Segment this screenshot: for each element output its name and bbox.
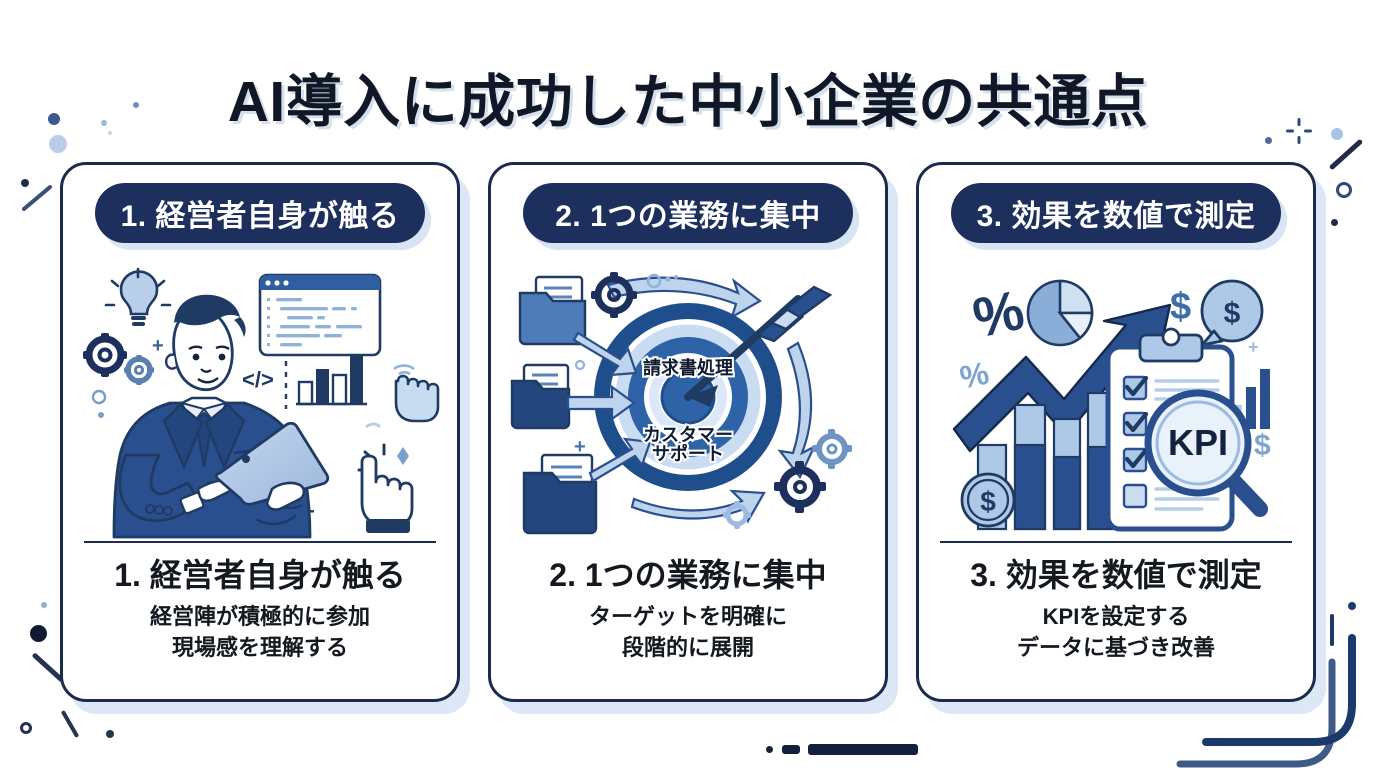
lightbulb-icon [104,267,172,326]
coin-dollar-icon: $ [960,472,1016,528]
card-2-pill: 2. 1つの業務に集中 [523,183,853,243]
card-3-heading: 3. 効果を数値で測定 [970,557,1262,593]
decor-dash [808,744,918,755]
speech-bubble-dollar-icon: $ [1200,279,1264,347]
page-title: AI導入に成功した中小企業の共通点 [227,70,1149,134]
code-window-icon [258,273,382,357]
corner-bracket-decoration [1146,578,1376,768]
bar-chart-icon [296,355,367,406]
card-1-pill-label: 1. 経営者自身が触る [120,200,400,233]
card-1-pill: 1. 経営者自身が触る [95,183,425,243]
card-1-footer: 1. 経営者自身が触る 経営陣が積極的に参加 現場感を理解する [77,557,443,662]
card-2-heading: 2. 1つの業務に集中 [549,557,827,593]
arrow-icon [588,437,652,483]
dollar-icon: $ [1170,286,1191,328]
decor-dash [782,745,800,754]
card-3-footer: 3. 効果を数値で測定 KPIを設定する データに基づき改善 [933,557,1299,662]
dollar-icon: $ [1254,429,1271,462]
card-1-sub-line-1: 経営陣が積極的に参加 [149,603,370,629]
gear-icon [723,501,751,529]
code-tag-icon: </> [242,367,274,392]
decor-ring [574,359,586,371]
arrow-icon [630,489,766,524]
svg-text:%: % [957,355,992,396]
ground-line [84,541,436,543]
arrow-icon [777,341,817,480]
cards-row: 1. 経営者自身が触る [0,162,1376,712]
sparkle-icon [397,447,409,465]
decor-dot [766,746,773,753]
card-3-sub-line-2: データに基づき改善 [1016,635,1215,661]
decor-dot [674,275,678,279]
cursor-hand-icon [357,443,414,533]
executive-with-tablet-illustration: + [74,257,446,547]
folder-document-icon [510,363,571,430]
kpi-measurement-illustration: % % [930,257,1302,547]
gear-icon [774,461,826,513]
target-label-top: 請求書処理 [643,357,733,379]
decor-dot [1265,137,1272,144]
decor-ring [646,273,662,289]
gear-icon [83,333,127,377]
plus-icon: + [152,335,164,357]
pie-chart-icon [1026,279,1094,347]
card-1-heading: 1. 経営者自身が触る [114,557,406,593]
cursor-hand-icon [393,364,440,423]
card-3-pill: 3. 効果を数値で測定 [951,183,1281,243]
card-2-footer: 2. 1つの業務に集中 ターゲットを明確に 段階的に展開 [505,557,871,662]
card-1-sub-line-2: 現場感を理解する [171,635,348,661]
svg-text:$: $ [980,486,996,517]
decor-dot [1265,137,1272,144]
decor-ring [20,722,32,734]
arrow-icon [572,331,638,377]
target-focus-illustration: + 請求書処理 カスタマー サポート [502,257,874,547]
arrow-dart-icon [684,285,833,407]
decor-dot [106,730,114,738]
magnifier-icon: KPI [1144,389,1268,517]
top-gradient-bar [0,0,1376,16]
ground-line [940,541,1292,543]
plus-icon: + [574,436,586,458]
svg-text:%: % [967,278,1029,350]
gear-icon [124,355,154,385]
decor-ring [91,389,107,405]
svg-text:$: $ [1224,297,1241,330]
card-2-sub-line-1: ターゲットを明確に [588,603,787,629]
decor-swoosh [365,422,382,429]
decor-dash [60,710,80,738]
decor-dot [98,412,104,418]
folder-document-icon [522,453,598,535]
businessman-with-tablet [112,294,330,539]
card-1[interactable]: 1. 経営者自身が触る [60,162,460,702]
gear-icon [591,272,637,318]
card-2[interactable]: 2. 1つの業務に集中 [488,162,888,702]
card-3-pill-label: 3. 効果を数値で測定 [976,200,1256,233]
card-3[interactable]: 3. 効果を数値で測定 % % [916,162,1316,702]
folder-document-icon [518,275,587,346]
decor-dot [665,276,671,282]
percent-icon: % [957,355,992,396]
gear-icon [812,429,852,469]
card-2-pill-label: 2. 1つの業務に集中 [555,200,821,233]
magnifier-label: KPI [1168,422,1228,463]
card-2-sub-line-2: 段階的に展開 [621,635,754,661]
plus-icon: + [1248,337,1259,357]
target-label-bottom-2: サポート [652,443,724,465]
arrow-icon [566,384,636,422]
target-label-bottom-1: カスタマー [643,425,733,446]
percent-icon: % [967,278,1029,350]
card-3-sub-line-1: KPIを設定する [1042,603,1190,629]
svg-text:</>: </> [242,367,274,392]
